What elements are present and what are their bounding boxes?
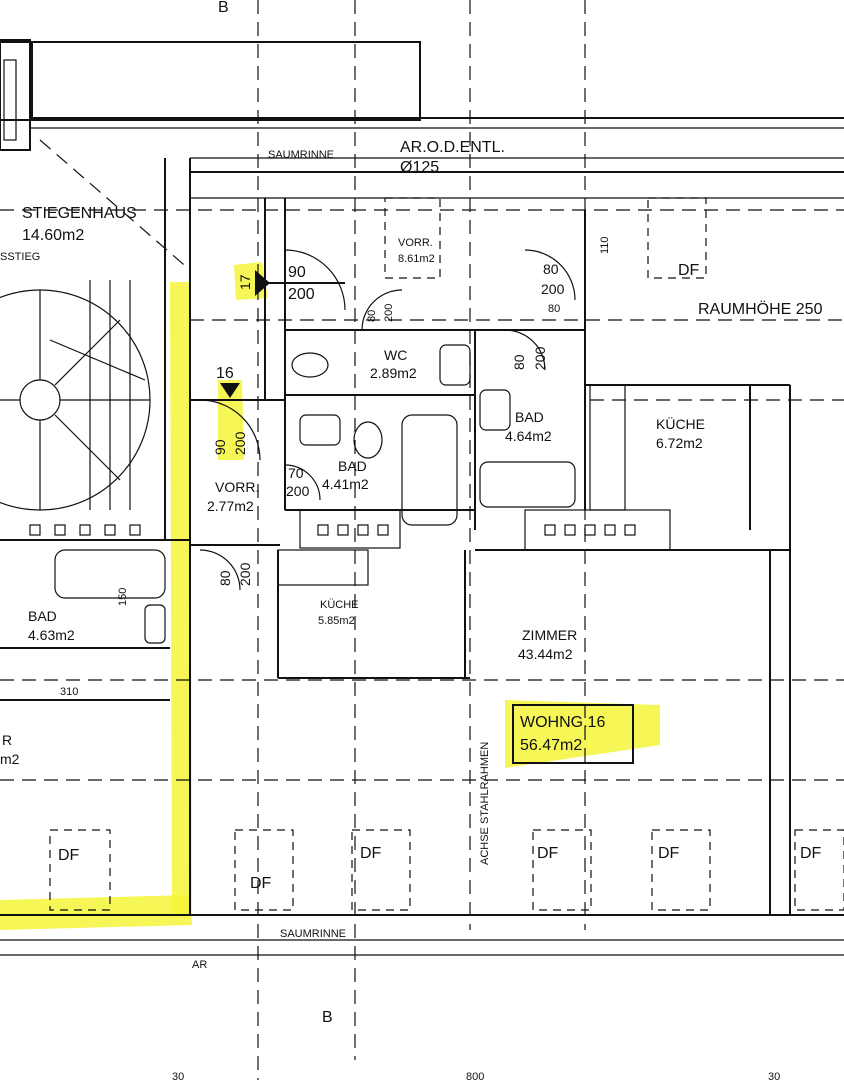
wc-name: WC <box>384 347 407 363</box>
kueche-right-name: KÜCHE <box>656 415 705 432</box>
gutter-label-top: SAUMRINNE <box>268 149 334 161</box>
skylight-label-2: DF <box>58 847 80 864</box>
left-room-area: m2 <box>0 751 20 767</box>
zimmer-area: 43.44m2 <box>518 646 573 662</box>
skylight-label-3: DF <box>250 875 272 892</box>
stairwell-area: 14.60m2 <box>22 227 84 244</box>
zimmer-name: ZIMMER <box>522 627 577 643</box>
section-mark-bottom: B <box>322 1009 333 1026</box>
apartment-area: 56.47m2 <box>520 737 582 754</box>
door-bad-right-height: 200 <box>532 346 548 370</box>
door-16-width: 90 <box>212 439 228 455</box>
ceiling-height-label: RAUMHÖHE 250 <box>698 300 823 318</box>
skylight-label-7: DF <box>800 845 822 862</box>
door-kueche-width: 80 <box>217 570 233 586</box>
door-vorr-height: 200 <box>541 281 565 297</box>
skylight-label-4: DF <box>360 845 382 862</box>
dim-310: 310 <box>60 686 78 698</box>
bad-right-area: 4.64m2 <box>505 428 552 444</box>
drain-label: AR.O.D.ENTL. <box>400 139 505 156</box>
bad-left-area: 4.63m2 <box>28 627 75 643</box>
drain-label-bottom: AR <box>192 959 207 971</box>
stair-flight <box>0 280 151 511</box>
bad-mid-area: 4.41m2 <box>322 476 369 492</box>
stairwell-name: STIEGENHAUS <box>22 205 137 222</box>
apartment-label-box <box>512 704 634 764</box>
door-16-number: 16 <box>216 365 234 382</box>
gutter-label-bottom: SAUMRINNE <box>280 928 346 940</box>
bad-left-name: BAD <box>28 608 57 624</box>
vorr-top-name: VORR. <box>398 237 433 249</box>
skylight-label-1: DF <box>678 262 700 279</box>
stairwell-sub: SSTIEG <box>0 251 40 263</box>
section-mark-top: B <box>218 0 229 16</box>
kueche-right-area: 6.72m2 <box>656 435 703 451</box>
door-swings <box>199 249 576 591</box>
vorr-mid-name: VORR. <box>215 479 259 495</box>
dim-bottom-mid: 800 <box>466 1071 484 1080</box>
skylight-label-5: DF <box>537 845 559 862</box>
fixtures <box>54 344 671 644</box>
door-vorr-width: 80 <box>543 261 559 277</box>
door-bad-mid-width: 70 <box>288 465 304 481</box>
drain-size: Ø125 <box>400 159 439 176</box>
tile-rows <box>29 524 636 536</box>
left-room-name: R <box>2 732 12 748</box>
dim-110: 110 <box>599 236 611 254</box>
skylight-label-6: DF <box>658 845 680 862</box>
wc-area: 2.89m2 <box>370 365 417 381</box>
gutter-lines <box>0 117 844 956</box>
door-wc-height: 200 <box>383 304 395 322</box>
kueche-mid-name: KÜCHE <box>320 599 359 611</box>
walls <box>0 39 791 915</box>
kueche-mid-area: 5.85m2 <box>318 615 355 627</box>
door-17-number: 17 <box>237 274 253 290</box>
bad-mid-name: BAD <box>338 458 367 474</box>
door-bad-mid-height: 200 <box>286 483 310 499</box>
apartment-number: WOHNG.16 <box>520 714 605 731</box>
door-16-height: 200 <box>232 431 248 455</box>
door-wc-width: 80 <box>366 310 378 322</box>
dim-150: 150 <box>117 588 129 606</box>
door-17-height: 200 <box>288 286 315 303</box>
door-bad-right-width: 80 <box>511 354 527 370</box>
bad-right-name: BAD <box>515 409 544 425</box>
door-markers <box>220 270 345 398</box>
dim-bottom-left: 30 <box>172 1071 184 1080</box>
door-17-width: 90 <box>288 264 306 281</box>
door-kueche-height: 200 <box>237 562 253 586</box>
dim-bottom-right: 30 <box>768 1071 780 1080</box>
vorr-top-area: 8.61m2 <box>398 253 435 265</box>
skylight-boxes <box>49 197 844 911</box>
beam-axis-label: ACHSE STAHLRAHMEN <box>479 742 491 865</box>
vorr-mid-area: 2.77m2 <box>207 498 254 514</box>
dim-80: 80 <box>548 303 560 315</box>
